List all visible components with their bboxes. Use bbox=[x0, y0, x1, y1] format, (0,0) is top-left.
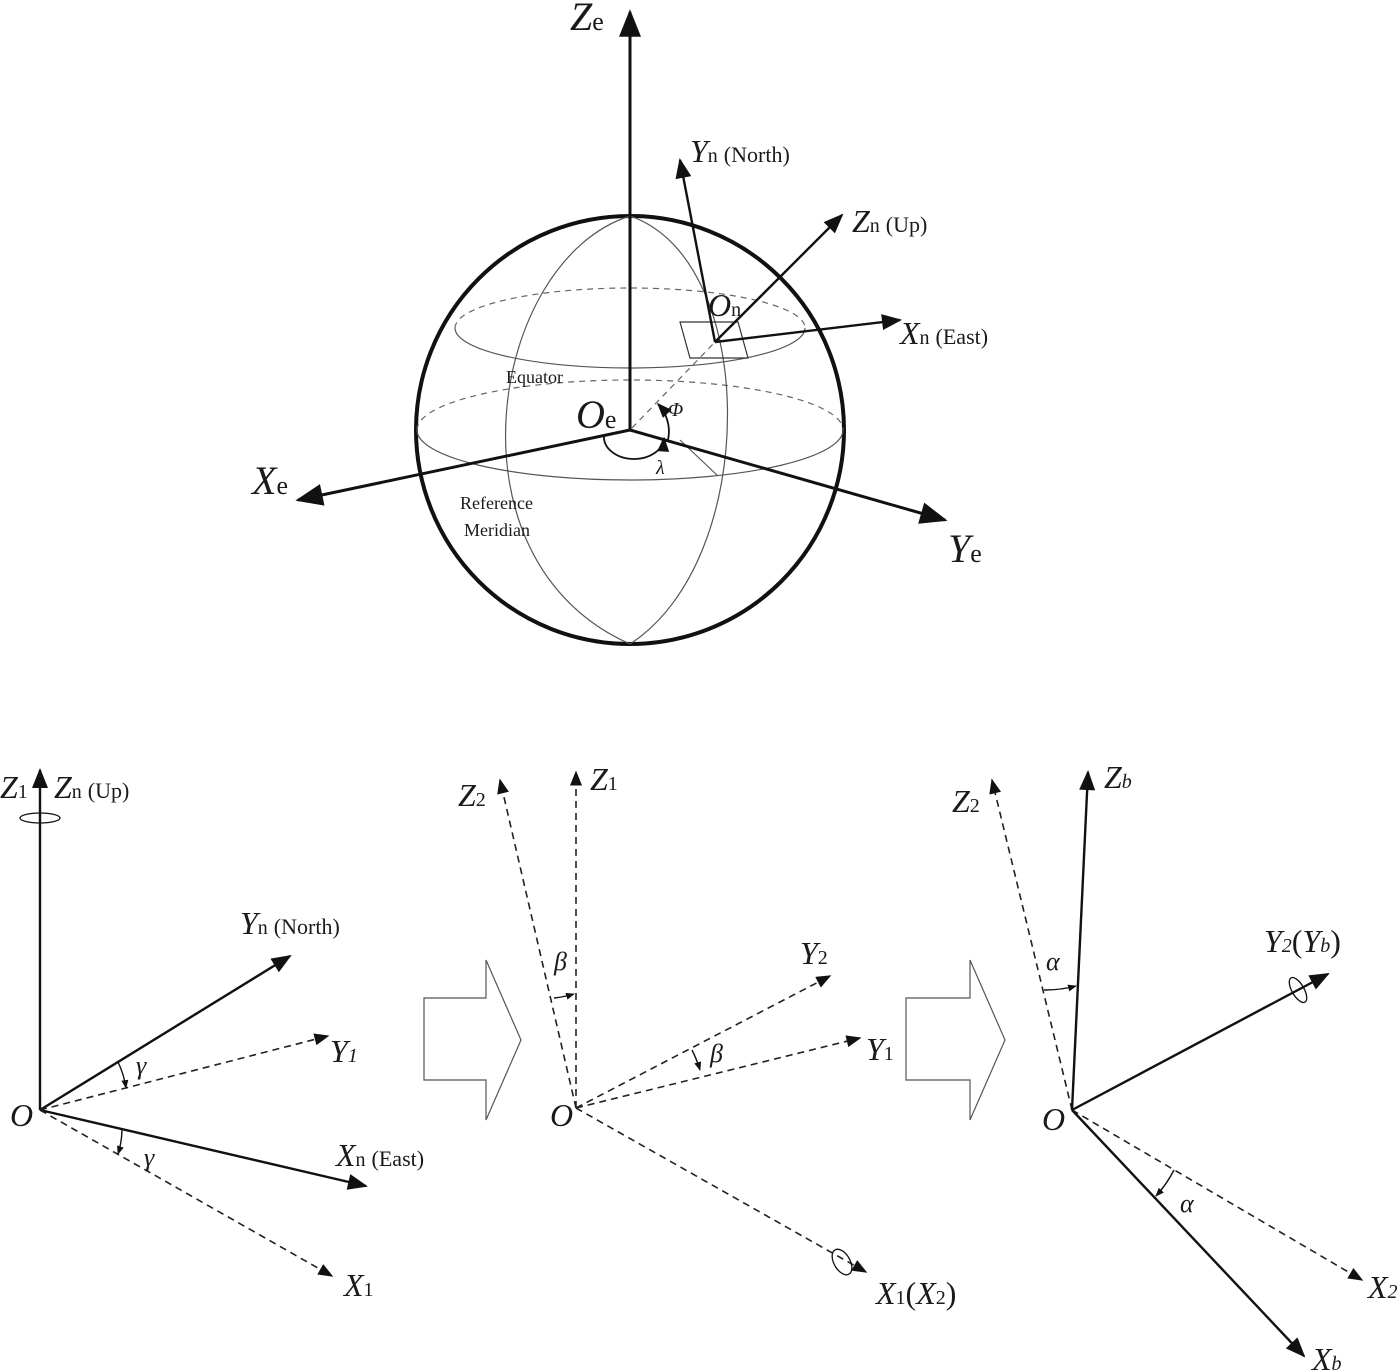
yn-axis bbox=[39, 954, 292, 1112]
latitude-angle-label: Φ bbox=[668, 399, 683, 421]
beta-arc-1 bbox=[553, 992, 575, 1000]
yn-label: Yn(North) bbox=[240, 905, 340, 941]
z2-label: Z2 bbox=[952, 783, 980, 819]
alpha-label-2: α bbox=[1180, 1189, 1195, 1218]
longitude-angle-arc bbox=[603, 435, 670, 460]
reference-meridian-label-1: Reference bbox=[460, 493, 533, 513]
longitude-angle-label: λ bbox=[655, 457, 665, 479]
panel-roll-rotation: O Z2 Zb Y2(Yb) X2 Xb α α bbox=[952, 759, 1398, 1372]
xn-label: Xn(East) bbox=[898, 315, 988, 351]
reference-meridian bbox=[504, 215, 631, 645]
rotation-marker-z bbox=[19, 812, 61, 824]
panel-pitch-rotation: O Z2 Z1 Y2 Y1 X1(X2) β β bbox=[458, 761, 956, 1311]
gamma-label-1: γ bbox=[136, 1051, 147, 1080]
xe-label: Xe bbox=[250, 458, 288, 503]
y1-axis bbox=[39, 1033, 330, 1111]
y1-label: Y1 bbox=[330, 1033, 358, 1069]
zb-label: Zb bbox=[1104, 759, 1132, 795]
reference-meridian-label-2: Meridian bbox=[464, 520, 530, 540]
transition-arrow-1 bbox=[423, 959, 522, 1121]
transition-arrow-2 bbox=[905, 959, 1006, 1121]
local-meridian bbox=[629, 215, 728, 645]
latitude-line bbox=[631, 341, 716, 429]
gamma-arc-1 bbox=[117, 1061, 129, 1089]
ze-label: Ze bbox=[570, 0, 604, 39]
z1-label: Z1 bbox=[590, 761, 618, 797]
origin-label: O bbox=[10, 1097, 33, 1133]
xn-label: Xn(East) bbox=[334, 1137, 424, 1173]
gamma-arc-2 bbox=[117, 1129, 124, 1155]
zn-label: Zn(Up) bbox=[852, 203, 927, 239]
y2yb-axis bbox=[1071, 972, 1330, 1112]
panel-yaw-rotation: O Z1 Zn(Up) Yn(North) Y1 Xn(East) X1 γ γ bbox=[0, 768, 424, 1303]
rotation-marker-y2 bbox=[1288, 976, 1308, 1004]
equator-back bbox=[416, 379, 844, 431]
zn-axis bbox=[714, 213, 844, 343]
y1-axis bbox=[575, 1035, 862, 1109]
y2-label: Y2 bbox=[800, 935, 828, 971]
zn-label: Zn(Up) bbox=[54, 769, 129, 805]
y1-label: Y1 bbox=[866, 1031, 894, 1067]
beta-label-2: β bbox=[709, 1039, 723, 1068]
x2-label: X2 bbox=[1366, 1269, 1398, 1305]
xb-label: Xb bbox=[1310, 1341, 1342, 1372]
y2yb-label: Y2(Yb) bbox=[1264, 923, 1341, 959]
x1-label: X1 bbox=[342, 1267, 374, 1303]
z2-label: Z2 bbox=[458, 777, 486, 813]
tangent-plane bbox=[679, 321, 749, 359]
yn-label: Yn(North) bbox=[690, 133, 790, 169]
equator-front bbox=[416, 429, 844, 481]
earth-frame-diagram: Ze Xe Ye Oe Yn(North) Zn(Up) Xn(East) On… bbox=[250, 0, 988, 646]
oe-label: Oe bbox=[576, 392, 616, 437]
beta-arc-2 bbox=[691, 1049, 702, 1071]
beta-label-1: β bbox=[553, 947, 567, 976]
z2-axis bbox=[497, 778, 577, 1109]
y2-axis bbox=[575, 975, 832, 1109]
x1x2-label: X1(X2) bbox=[874, 1275, 956, 1311]
xb-axis bbox=[1071, 1109, 1306, 1358]
ye-axis bbox=[629, 428, 948, 524]
alpha-arc-2 bbox=[1155, 1169, 1175, 1197]
equator-label: Equator bbox=[506, 367, 563, 387]
origin-label: O bbox=[1042, 1101, 1065, 1137]
xe-axis bbox=[295, 428, 631, 506]
x1-axis bbox=[39, 1109, 334, 1277]
x1-axis bbox=[575, 1107, 868, 1273]
x2-axis bbox=[1071, 1109, 1364, 1281]
yn-axis bbox=[675, 158, 717, 343]
z2-axis bbox=[989, 778, 1073, 1111]
xn-axis bbox=[39, 1108, 368, 1190]
on-label: On bbox=[708, 287, 741, 323]
rotation-marker-x1 bbox=[831, 1248, 853, 1276]
z1-label: Z1 bbox=[0, 769, 28, 805]
ye-label: Ye bbox=[948, 526, 982, 571]
alpha-label-1: α bbox=[1046, 947, 1061, 976]
gamma-label-2: γ bbox=[144, 1143, 155, 1172]
zb-axis bbox=[1070, 770, 1096, 1111]
alpha-arc-1 bbox=[1043, 984, 1077, 992]
origin-label: O bbox=[550, 1097, 573, 1133]
latitude-circle-back bbox=[454, 287, 806, 329]
xn-axis bbox=[714, 314, 902, 344]
